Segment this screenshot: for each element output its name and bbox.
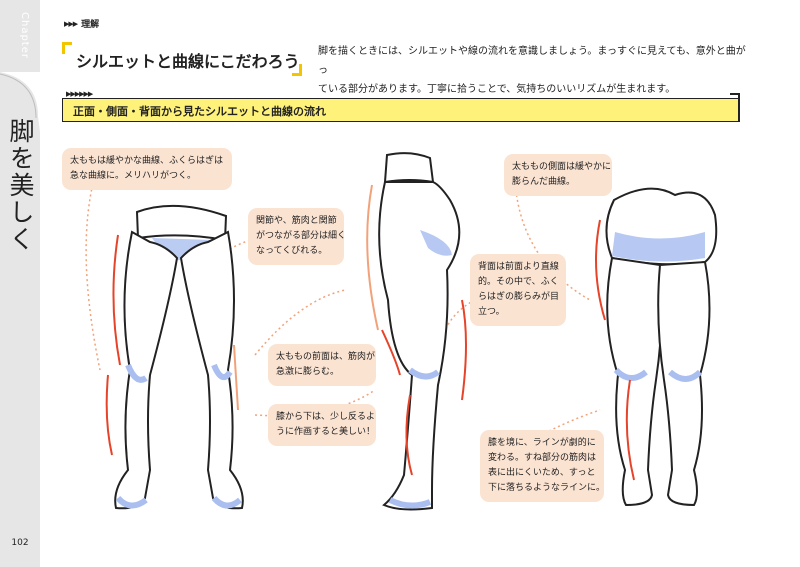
callout-back-thigh-side: 太ももの側面は緩やかに 膨らんだ曲線。 [504,154,612,196]
section-label-text: 理解 [81,20,100,30]
chapter-vertical-title: 脚を美しく描く [6,118,35,253]
callout-line: 膝を境に、ラインが劇的に [488,438,596,448]
subsection-bar: 正面・側面・背面から見たシルエットと曲線の流れ [62,93,740,122]
callout-front-joint: 関節や、筋肉と関節 がつながる部分は細く なってくびれる。 [248,208,347,265]
callout-line: 背面は前面より直線 [478,262,559,272]
callout-line: らはぎの膨らみが目 [478,292,560,302]
callout-side-thigh: 太ももの前面は、筋肉が 急激に膨らむ。 [268,344,376,386]
side-view-leg [366,152,467,511]
callout-line: 変わる。すね部分の筋肉は [488,453,597,463]
callout-side-back: 背面は前面より直線 的。その中で、ふく らはぎの膨らみが目 立つ。 [470,254,566,326]
page-heading: シルエットと曲線にこだわろう [62,40,302,76]
callout-line: 立つ。 [478,307,505,317]
callout-line: 太ももの前面は、筋肉が [276,352,376,362]
subsection-title: 正面・側面・背面から見たシルエットと曲線の流れ [73,105,326,118]
heading-title: シルエットと曲線にこだわろう [76,52,300,71]
callout-line: なってくびれる。 [256,246,328,256]
callout-line: 急な曲線に。メリハリがつく。 [70,171,197,181]
triangle-arrows-icon: ▶▶▶ [64,19,78,28]
page-number: 102 [11,538,29,548]
callout-line: 膨らんだ曲線。 [512,177,576,187]
callout-line: 急激に膨らむ。 [276,367,340,377]
triangle-arrows-icon: ▶▶▶▶▶▶ [66,90,93,98]
callout-line: 太ももは緩やかな曲線、ふくらはぎは [70,156,224,166]
back-view-legs [595,187,718,507]
chapter-tab-curve [0,72,40,132]
intro-paragraph: 脚を描くときには、シルエットや線の流れを意識しましょう。まっすぐに見えても、意外… [318,42,748,99]
callout-line: 関節や、筋肉と関節 [256,216,337,226]
section-label: ▶▶▶ 理解 [64,17,100,31]
callout-side-knee: 膝から下は、少し反るよ うに作画すると美しい！ [268,404,376,446]
callout-line: がつながる部分は細く [256,231,347,241]
chapter-sidebar: Chapter 脚を美しく描く 102 [0,0,40,567]
intro-line: 脚を描くときには、シルエットや線の流れを意識しましょう。まっすぐに見えても、意外… [318,46,746,76]
front-view-legs [105,204,244,510]
bar-corner-decoration [730,93,740,99]
callout-front-thigh-calf: 太ももは緩やかな曲線、ふくらはぎは 急な曲線に。メリハリがつく。 [62,148,232,190]
intro-line: ている部分があります。丁寧に拾うことで、気持ちのいいリズムが生まれます。 [318,84,676,95]
bracket-close-icon [292,64,302,76]
callout-line: 下に落ちるようなラインに。 [488,483,606,493]
callout-back-knee: 膝を境に、ラインが劇的に 変わる。すね部分の筋肉は 表に出にくいため、すっと 下… [480,430,606,502]
chapter-word: Chapter [19,12,30,59]
callout-line: うに作画すると美しい！ [276,427,376,437]
bracket-open-icon [62,42,72,54]
callout-line: 膝から下は、少し反るよ [276,412,376,422]
callout-line: 表に出にくいため、すっと [488,468,596,478]
callout-line: 的。その中で、ふく [478,277,559,287]
callout-line: 太ももの側面は緩やかに [512,162,612,172]
